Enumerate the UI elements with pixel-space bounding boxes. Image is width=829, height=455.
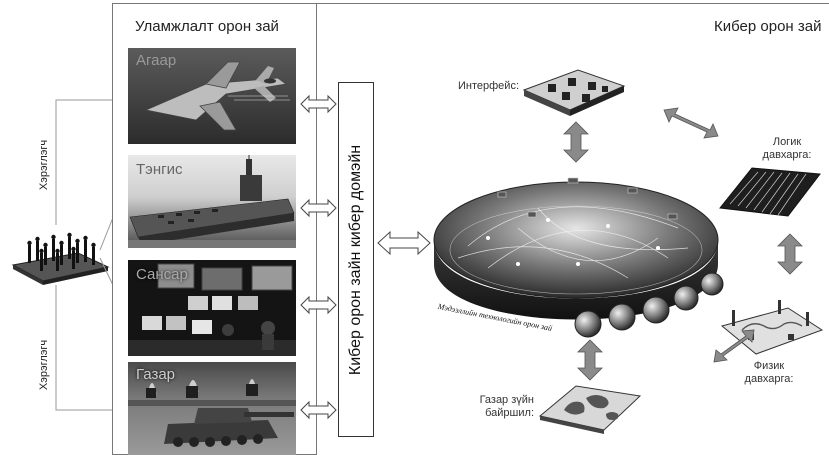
domain-label-air: Агаар bbox=[136, 52, 177, 69]
cyber-domain-title: Кибер орон зай bbox=[714, 18, 822, 35]
users-group bbox=[8, 225, 113, 285]
fighter-jet-illustration bbox=[144, 61, 290, 131]
control-room-illustration bbox=[128, 260, 296, 356]
cyber-domain-bar-label-wrap: Кибер орон зайн кибер домэйн bbox=[338, 82, 374, 437]
cyber-disc bbox=[428, 168, 724, 338]
interface-label: Интерфейс: bbox=[458, 80, 519, 92]
geo-location-label: Газар зүйн байршил: bbox=[479, 394, 534, 419]
cyber-disc-illustration bbox=[433, 177, 719, 320]
domain-bar-arrows bbox=[300, 94, 337, 420]
cyber-domain-bar bbox=[338, 82, 374, 437]
domain-label-sea: Тэнгис bbox=[136, 161, 183, 178]
aircraft-carrier-illustration bbox=[128, 155, 296, 248]
logic-layer-label: Логик давхарга: bbox=[762, 136, 812, 161]
interface-illustration bbox=[522, 69, 626, 116]
bar-to-disc-arrow bbox=[377, 230, 431, 256]
domain-air: Агаар bbox=[128, 48, 296, 144]
geo-map-illustration bbox=[538, 385, 642, 434]
cyber-domain-bar-label: Кибер орон зайн кибер домэйн bbox=[347, 144, 364, 375]
physical-layer-illustration bbox=[720, 300, 824, 355]
domain-label-space: Сансар bbox=[136, 266, 188, 283]
domain-space: Сансар bbox=[128, 260, 296, 356]
physical-layer-label: Физик давхарга: bbox=[744, 360, 794, 385]
crowd-platform-illustration bbox=[11, 232, 110, 285]
domain-label-land: Газар bbox=[136, 366, 176, 383]
traditional-domain-title: Уламжлалт орон зай bbox=[135, 18, 279, 35]
domain-land: Газар bbox=[128, 362, 296, 455]
domain-sea: Тэнгис bbox=[128, 155, 296, 248]
tank-illustration bbox=[128, 379, 296, 447]
globe-row bbox=[574, 272, 724, 338]
logic-layer-illustration bbox=[719, 167, 821, 217]
cyber-domain-panel bbox=[317, 3, 829, 455]
cyber-flow-arrows bbox=[563, 107, 803, 381]
